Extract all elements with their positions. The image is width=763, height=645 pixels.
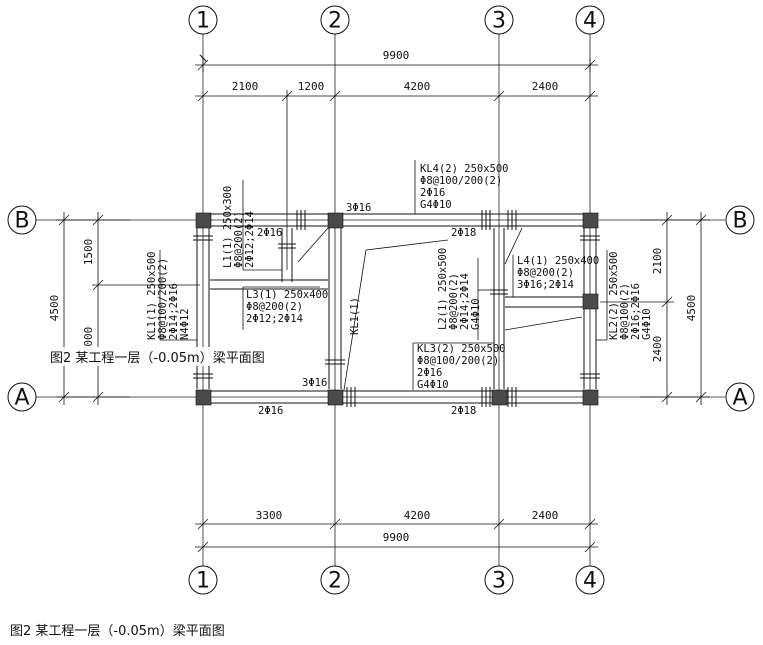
kl2-line-1: KL2(2) 250x500 (608, 251, 620, 340)
l4-line-3: 3Φ16;2Φ14 (517, 279, 574, 291)
dim-left-total: 4500 (48, 295, 61, 322)
kl4-line-2: Φ8@100/200(2) (420, 175, 502, 187)
column-mid-4 (582, 293, 599, 310)
axis-label-top-2: 2 (328, 9, 342, 34)
axis-bubble-right-B (725, 205, 755, 235)
drawing-caption: 图2 某工程一层（-0.05m）梁平面图 (10, 624, 225, 639)
l2-line-1: L2(1) 250x500 (437, 248, 449, 330)
axis-label-right-A: A (732, 386, 747, 411)
axis-bubble-top-1 (188, 5, 218, 35)
axis-label-top-3: 3 (492, 9, 506, 34)
beam-outlines (193, 210, 600, 407)
kl2-line-4: G4Φ10 (641, 308, 653, 340)
dim-right-upper: 2100 (651, 248, 664, 275)
kl3-line-4: G4Φ10 (417, 379, 449, 391)
dim-top-total: 9900 (383, 49, 410, 62)
axis-label-bottom-4: 4 (583, 569, 597, 594)
axis-bubble-bottom-3 (484, 565, 514, 595)
axis-bubble-top-3 (484, 5, 514, 35)
dim-left-lower: 3000 (82, 327, 95, 354)
axis-label-bottom-3: 3 (492, 569, 506, 594)
axis-label-bottom-1: 1 (196, 569, 210, 594)
axis-bubble-bottom-1 (188, 565, 218, 595)
axis-bubble-left-A (7, 382, 37, 412)
l2-line-2: Φ8@200(2) (448, 273, 460, 330)
axis-bubble-bottom-2 (320, 565, 350, 595)
beam-annotations: KL4(2) 250x500 Φ8@100/200(2) 2Φ16 G4Φ10 … (146, 163, 653, 391)
dim-left-upper: 1500 (82, 239, 95, 266)
axis-bubble-top-4 (575, 5, 605, 35)
l3-line-2: Φ8@200(2) (246, 301, 303, 313)
kl3-line-3: 2Φ16 (417, 367, 442, 379)
kl4-line-3: 2Φ16 (420, 187, 445, 199)
axis-label-bottom-2: 2 (328, 569, 342, 594)
axis-bubble-top-2 (320, 5, 350, 35)
dim-top-seg-2: 1200 (298, 80, 325, 93)
axis-bubble-bottom-4 (575, 565, 605, 595)
leader-lines (159, 160, 608, 391)
rebar-a23: 2Φ18 (451, 405, 476, 417)
dim-bottom-seg-1: 3300 (256, 509, 283, 522)
column-B1 (195, 212, 212, 229)
axis-label-left-A: A (14, 386, 29, 411)
column-A1 (195, 389, 212, 406)
column-B4 (582, 212, 599, 229)
l2-line-3: 2Φ14;2Φ14 (459, 273, 471, 330)
axis-label-left-B: B (14, 209, 29, 234)
kl1-left-line-3: 2Φ14;2Φ16 (168, 283, 180, 340)
axis-bubble-left-B (7, 205, 37, 235)
dim-top-seg-1: 2100 (232, 80, 259, 93)
drawing-caption-overlay: 图2 某工程一层（-0.05m）梁平面图 (48, 347, 267, 366)
column-A4 (582, 389, 599, 406)
kl1-left-line-2: Φ8@100/200(2) (157, 258, 169, 340)
kl2-line-2: Φ8@100(2) (619, 283, 631, 340)
kl3-line-1: KL3(2) 250x500 (417, 343, 506, 355)
dimension-lines (56, 54, 710, 553)
dim-top-seg-3: 4200 (404, 80, 431, 93)
rebar-top-b12: 3Φ16 (346, 202, 371, 214)
rebar-a12-top: 3Φ16 (302, 377, 327, 389)
kl2-line-3: 2Φ16;2Φ16 (630, 283, 642, 340)
dim-right-total: 4500 (685, 295, 698, 322)
column-A3 (491, 389, 508, 406)
column-A2 (327, 389, 344, 406)
axis-bubble-right-A (725, 382, 755, 412)
kl1-mid-label: KL1(1) (349, 297, 361, 335)
rebar-labels: 3Φ16 2Φ16 2Φ18 3Φ16 2Φ16 2Φ18 (257, 202, 476, 417)
axis-label-right-B: B (732, 209, 747, 234)
columns (195, 212, 599, 406)
l3-line-1: L3(1) 250x400 (246, 289, 328, 301)
rebar-top-b23: 2Φ18 (451, 227, 476, 239)
rebar-a12: 2Φ16 (258, 405, 283, 417)
dim-bottom-seg-2: 4200 (404, 509, 431, 522)
rebar-top-l1: 2Φ16 (257, 227, 282, 239)
kl3-line-2: Φ8@100/200(2) (417, 355, 499, 367)
l1-line-2: Φ8@200(2) (233, 211, 245, 268)
dim-top-seg-4: 2400 (532, 80, 559, 93)
axis-label-top-1: 1 (196, 9, 210, 34)
l3-line-3: 2Φ12;2Φ14 (246, 313, 303, 325)
axis-bubbles (7, 5, 755, 595)
column-B2 (327, 212, 344, 229)
kl4-line-4: G4Φ10 (420, 199, 452, 211)
axis-label-top-4: 4 (583, 9, 597, 34)
l4-line-1: L4(1) 250x400 (517, 255, 599, 267)
l1-line-3: 2Φ12;2Φ14 (244, 211, 256, 268)
dim-right-lower: 2400 (651, 336, 664, 363)
l2-line-4: G4Φ10 (470, 298, 482, 330)
l1-line-1: L1(1) 250x300 (222, 186, 234, 268)
kl4-line-1: KL4(2) 250x500 (420, 163, 509, 175)
l4-line-2: Φ8@200(2) (517, 267, 574, 279)
dim-bottom-total: 9900 (383, 531, 410, 544)
grid-lines (36, 33, 725, 566)
kl1-left-line-1: KL1(1) 250x500 (146, 251, 158, 340)
kl1-left-line-4: N4Φ12 (179, 308, 191, 340)
dim-bottom-seg-3: 2400 (532, 509, 559, 522)
